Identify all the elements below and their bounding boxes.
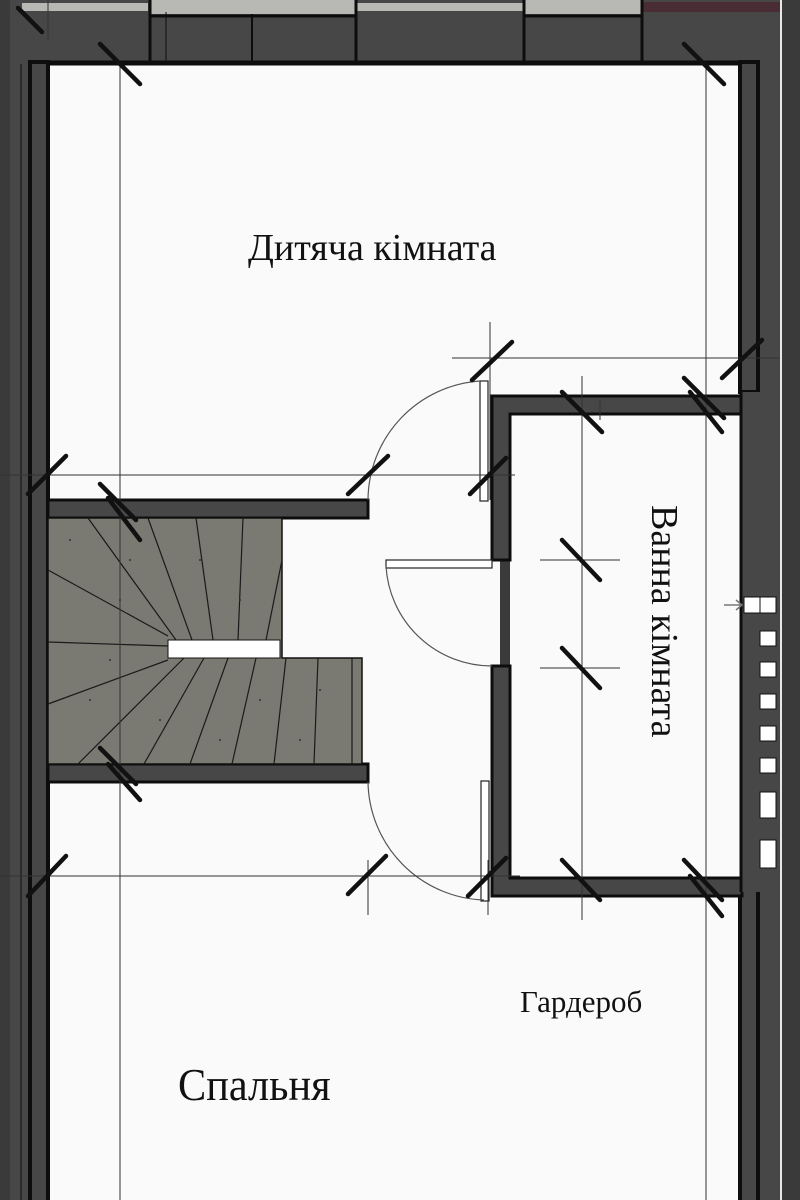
window-strip-1 [22, 3, 148, 11]
window-strip-3 [356, 3, 524, 11]
room-label-wardrobe: Гардероб [520, 984, 643, 1019]
dimension-ticks [15, 5, 765, 919]
hall-floor [360, 480, 500, 800]
window-strip-2 [150, 0, 356, 14]
door-leaf-kids [479, 380, 489, 502]
doors [367, 380, 493, 902]
roof-strip [642, 2, 780, 12]
door-leaf-bedroom [480, 780, 490, 902]
door-leaf-bath [385, 559, 493, 569]
arrow-icon [724, 599, 744, 611]
room-bath-floor [510, 412, 740, 882]
side-openings [743, 596, 777, 869]
stair-wall-top [46, 498, 370, 520]
door-swing-bath [385, 565, 493, 667]
room-label-bath: Ванна кімната [643, 505, 685, 738]
right-wall-column [740, 392, 760, 892]
hall-floor-upper [280, 516, 370, 658]
room-label-bedroom: Спальня [178, 1059, 331, 1110]
dimension-lines [47, 0, 620, 915]
stair-well-void [167, 639, 281, 659]
stair-wall-bottom [46, 762, 370, 784]
door-swing-kids [367, 380, 481, 501]
room-label-kids: Дитяча кімната [248, 227, 497, 269]
window-strip-4 [524, 0, 642, 14]
outer-walls [28, 60, 760, 1200]
window-frames [148, 0, 644, 64]
staircase [47, 517, 363, 765]
door-swing-bedroom [367, 781, 485, 901]
